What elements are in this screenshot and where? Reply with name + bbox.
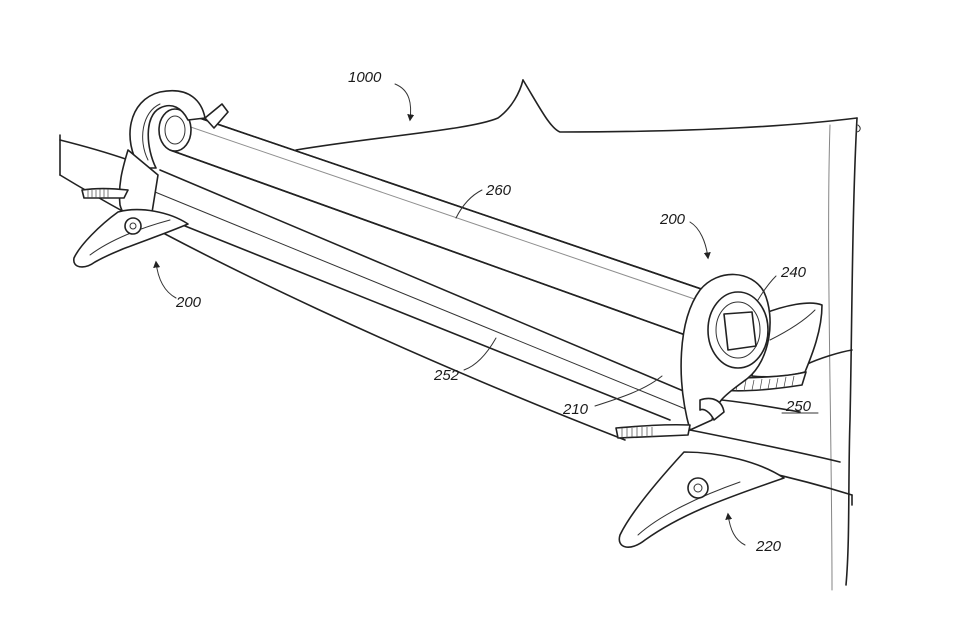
leader-lines — [153, 83, 819, 546]
background-panel — [295, 79, 861, 591]
left-grip-hatch — [87, 189, 109, 198]
label-200-left: 200 — [175, 294, 202, 311]
label-252: 252 — [433, 367, 460, 384]
right-pivot — [687, 477, 709, 499]
label-210: 210 — [562, 401, 589, 418]
left-clip — [73, 89, 229, 268]
label-220: 220 — [755, 538, 782, 555]
bar-252 — [149, 169, 841, 463]
right-clip — [615, 273, 823, 548]
right-grip-hatch — [621, 427, 653, 438]
label-260: 260 — [485, 182, 512, 199]
label-250: 250 — [785, 398, 812, 415]
label-240: 240 — [780, 264, 807, 281]
label-1000: 1000 — [348, 69, 382, 86]
left-pivot — [124, 217, 142, 235]
label-200-right: 200 — [659, 211, 686, 228]
reference-numerals: 1000 200 200 260 252 240 210 220 250 — [175, 69, 812, 555]
